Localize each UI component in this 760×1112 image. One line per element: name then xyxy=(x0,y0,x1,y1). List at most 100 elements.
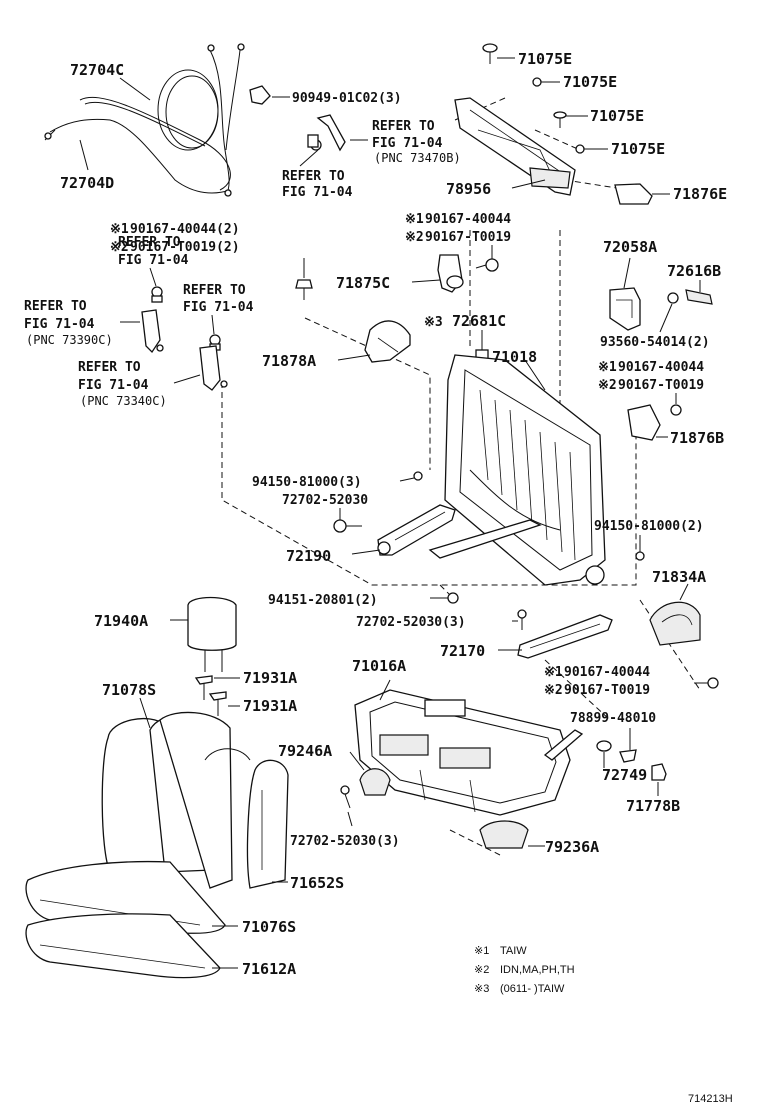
label-71078S: 71078S xyxy=(102,681,156,699)
guide-71931A xyxy=(194,675,227,716)
label-79236A: 79236A xyxy=(545,838,599,856)
label-93560-54014: 93560-54014(2) xyxy=(600,335,710,350)
buckle-1 xyxy=(141,309,164,354)
label-71931A-1: 71931A xyxy=(243,669,297,687)
legend-mark-2: ※2 xyxy=(474,964,489,976)
label-71875C: 71875C xyxy=(336,274,390,292)
label-94150-81000-2: 94150-81000(2) xyxy=(594,519,704,534)
label-94151-20801: 94151-20801(2) xyxy=(268,593,378,608)
label-71612A: 71612A xyxy=(242,960,296,978)
recliner-72190 xyxy=(377,504,456,556)
label-90167-T0019-c: 90167-T0019 xyxy=(618,378,704,393)
label-94150-81000-3: 94150-81000(3) xyxy=(252,475,362,490)
hinge-71875C xyxy=(437,254,464,293)
mark1-c: ※1 xyxy=(598,360,617,375)
label-71931A-2: 71931A xyxy=(243,697,297,715)
seatback-frame-71018 xyxy=(444,354,606,586)
rail-72170 xyxy=(517,614,613,659)
bolt-b xyxy=(475,258,499,272)
label-72190: 72190 xyxy=(286,547,331,565)
bolt-left xyxy=(295,279,313,300)
ref-fig-2: FIG 71-04 xyxy=(282,185,353,200)
cable-assembly-72704 xyxy=(44,43,245,197)
label-90167-40044-c: 90167-40044 xyxy=(618,360,704,375)
label-78956: 78956 xyxy=(446,180,491,198)
label-71940A: 71940A xyxy=(94,612,148,630)
bolt-c xyxy=(670,404,682,416)
seatback-cover-71078S xyxy=(101,711,251,889)
label-72170: 72170 xyxy=(440,642,485,660)
pnc-73470B: (PNC 73470B) xyxy=(374,151,461,165)
seatbelt-bracket-top xyxy=(307,114,346,152)
label-79246A: 79246A xyxy=(278,742,332,760)
legend-text-3: (0611- )TAIW xyxy=(500,983,565,995)
bolt-72702-c xyxy=(340,785,351,809)
ref-fig-4: FIG 71-04 xyxy=(183,300,254,315)
ref-text-5: REFER TO xyxy=(24,299,87,314)
label-90167-40044-d: 90167-40044 xyxy=(564,665,650,680)
label-71876E: 71876E xyxy=(673,185,727,203)
legend-text-2: IDN,MA,PH,TH xyxy=(500,964,575,976)
label-72616B: 72616B xyxy=(667,262,721,280)
label-71652S: 71652S xyxy=(290,874,344,892)
label-90167-T0019-b: 90167-T0019 xyxy=(425,230,511,245)
label-78899-48010: 78899-48010 xyxy=(570,711,656,726)
mark2-a: ※2 xyxy=(110,240,129,255)
label-72704C: 72704C xyxy=(70,61,124,79)
cushion-cover-71076S xyxy=(25,860,226,934)
clip-90949-01C02 xyxy=(249,85,271,105)
cover-71834A xyxy=(649,601,701,646)
label-71075E-4: 71075E xyxy=(611,140,665,158)
washer-72749 xyxy=(596,740,612,752)
pnc-73390C: (PNC 73390C) xyxy=(26,333,113,347)
label-72058A: 72058A xyxy=(603,238,657,256)
legend-text-1: TAIW xyxy=(500,945,527,957)
figure-id: 714213H xyxy=(688,1093,733,1105)
bracket-72058A xyxy=(609,287,641,331)
mark2-d: ※2 xyxy=(544,683,563,698)
mark1-a: ※1 xyxy=(110,222,129,237)
label-90949-01C02: 90949-01C02(3) xyxy=(292,91,402,106)
label-71018: 71018 xyxy=(492,348,537,366)
mark1-d: ※1 xyxy=(544,665,563,680)
label-72681C: 72681C xyxy=(452,312,506,330)
cover-71876B xyxy=(627,404,661,441)
cap-71876E xyxy=(614,183,653,205)
cover-79236A xyxy=(479,820,529,849)
mark1-b: ※1 xyxy=(405,212,424,227)
ref-text-1: REFER TO xyxy=(372,119,435,134)
label-72704D: 72704D xyxy=(60,174,114,192)
label-90167-T0019-a: 90167-T0019(2) xyxy=(130,240,240,255)
buckle-2 xyxy=(199,345,228,391)
label-71075E-3: 71075E xyxy=(590,107,644,125)
legend-mark-3: ※3 xyxy=(474,983,489,995)
label-90167-40044-b: 90167-40044 xyxy=(425,212,511,227)
label-71778B: 71778B xyxy=(626,797,680,815)
bolt-72702-a xyxy=(333,519,362,533)
label-71016A: 71016A xyxy=(352,657,406,675)
label-72749: 72749 xyxy=(602,766,647,784)
cover-71878A xyxy=(364,320,411,363)
ref-fig-5: FIG 71-04 xyxy=(24,317,95,332)
pnc-73340C: (PNC 73340C) xyxy=(80,394,167,408)
cushion-pad-71612A xyxy=(25,913,221,979)
seat-frame-71016A xyxy=(354,689,584,816)
ref-text-3: REFER TO xyxy=(118,235,181,250)
ref-text-2: REFER TO xyxy=(282,169,345,184)
label-71878A: 71878A xyxy=(262,352,316,370)
seatback-cover-71652S xyxy=(246,759,289,889)
legend-mark-1: ※1 xyxy=(474,945,489,957)
bolt-78899 xyxy=(619,749,637,763)
label-72702-52030-a: 72702-52030 xyxy=(282,493,368,508)
ref-text-4: REFER TO xyxy=(183,283,246,298)
label-71075E-2: 71075E xyxy=(563,73,617,91)
label-90167-40044-a: 90167-40044(2) xyxy=(130,222,240,237)
cross-rod xyxy=(428,519,542,559)
ref-fig-1: FIG 71-04 xyxy=(372,136,443,151)
label-71834A: 71834A xyxy=(652,568,706,586)
label-72702-52030-b: 72702-52030(3) xyxy=(356,615,466,630)
label-71075E-1: 71075E xyxy=(518,50,572,68)
label-71076S: 71076S xyxy=(242,918,296,936)
cover-79246A xyxy=(359,768,391,796)
